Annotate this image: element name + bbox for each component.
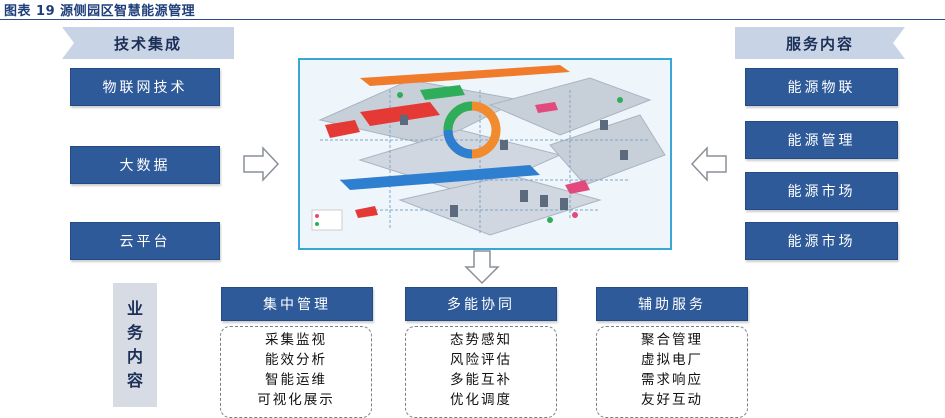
arrow-down-icon — [464, 250, 500, 285]
arrow-left-icon — [690, 146, 727, 182]
right-box-energy-iot: 能源物联 — [745, 68, 898, 106]
list-auxiliary-service: 聚合管理 虚拟电厂 需求响应 友好互动 — [596, 326, 748, 418]
left-box-bigdata: 大数据 — [70, 146, 220, 184]
park-energy-diagram — [298, 58, 672, 250]
figure-title: 图表 19 源侧园区智慧能源管理 — [4, 4, 196, 19]
left-box-iot: 物联网技术 — [70, 68, 220, 106]
list-item: 智能运维 — [265, 372, 327, 388]
list-item: 风险评估 — [450, 352, 512, 368]
right-box-energy-management: 能源管理 — [745, 121, 898, 159]
list-item: 优化调度 — [450, 392, 512, 408]
left-box-cloud: 云平台 — [70, 222, 220, 260]
list-item: 友好互动 — [641, 392, 703, 408]
section-header-multi-energy: 多能协同 — [405, 287, 557, 321]
tech-integration-banner: 技术集成 — [62, 27, 234, 59]
list-item: 采集监视 — [265, 332, 327, 348]
arrow-right-icon — [243, 146, 280, 182]
side-label-char: 业 — [126, 299, 143, 318]
section-header-auxiliary-service: 辅助服务 — [596, 287, 748, 321]
title-divider — [0, 19, 945, 20]
list-central-management: 采集监视 能效分析 智能运维 可视化展示 — [220, 326, 372, 418]
list-item: 能效分析 — [265, 352, 327, 368]
section-header-central-management: 集中管理 — [221, 287, 373, 321]
list-item: 态势感知 — [450, 332, 512, 348]
side-label-char: 内 — [126, 347, 143, 366]
list-item: 多能互补 — [450, 372, 512, 388]
side-label-char: 容 — [126, 371, 143, 390]
list-item: 可视化展示 — [257, 392, 335, 408]
list-item: 虚拟电厂 — [641, 352, 703, 368]
side-label-char: 务 — [126, 323, 143, 342]
right-box-energy-market-1: 能源市场 — [745, 172, 898, 210]
park-illustration — [311, 65, 666, 236]
list-item: 聚合管理 — [641, 332, 703, 348]
right-box-energy-market-2: 能源市场 — [745, 222, 898, 260]
list-multi-energy: 态势感知 风险评估 多能互补 优化调度 — [405, 326, 557, 418]
list-item: 需求响应 — [641, 372, 703, 388]
service-content-banner: 服务内容 — [735, 27, 905, 59]
business-content-label: 业 务 内 容 — [113, 283, 157, 407]
